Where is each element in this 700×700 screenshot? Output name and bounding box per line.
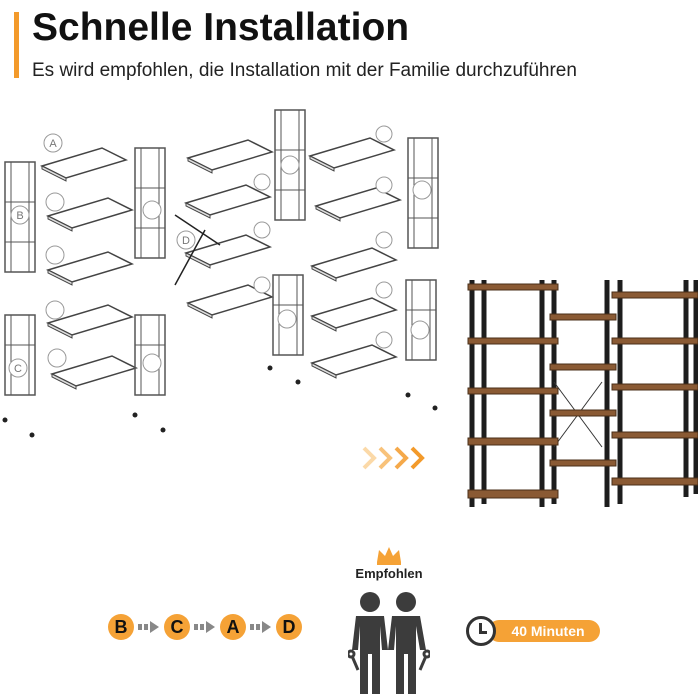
step-arrow-icon xyxy=(250,621,271,633)
frame-c-center xyxy=(134,314,166,396)
recommendation-label: Empfohlen xyxy=(355,566,423,581)
two-people-with-wrenches-icon xyxy=(348,592,430,694)
assembled-bookshelf xyxy=(467,280,698,507)
step-arrow-icon xyxy=(194,621,215,633)
frame-b-right xyxy=(274,109,306,221)
frame-c-far-right xyxy=(405,279,437,361)
crown-icon xyxy=(377,547,401,565)
frame-c-right xyxy=(272,274,304,356)
step-b: B xyxy=(108,614,134,640)
frame-b-left: B xyxy=(4,161,36,273)
page-title: Schnelle Installation xyxy=(32,6,410,49)
feet-hardware xyxy=(2,365,438,438)
frame-b-far-right xyxy=(407,137,439,249)
svg-text:B: B xyxy=(16,210,23,222)
plank-group-3 xyxy=(309,125,401,379)
time-label: 40 Minuten xyxy=(488,620,600,642)
exploded-assembly-diagram: B C A D xyxy=(2,109,439,438)
svg-text:D: D xyxy=(182,235,190,247)
clock-icon xyxy=(466,616,496,646)
page-subtitle: Es wird empfohlen, die Installation mit … xyxy=(32,60,577,81)
time-badge: 40 Minuten xyxy=(466,616,600,646)
svg-text:C: C xyxy=(14,363,22,375)
frame-b-center xyxy=(134,147,166,259)
step-a: A xyxy=(220,614,246,640)
transition-arrows-icon xyxy=(362,446,425,470)
svg-text:A: A xyxy=(49,138,57,150)
step-arrow-icon xyxy=(138,621,159,633)
frame-c-left: C xyxy=(4,314,36,396)
plank-group-2: D xyxy=(174,139,273,319)
plank-group-1: A xyxy=(41,133,137,390)
title-accent-bar xyxy=(14,12,19,78)
step-c: C xyxy=(164,614,190,640)
step-d: D xyxy=(276,614,302,640)
assembly-step-sequence: B C A D xyxy=(108,614,302,640)
